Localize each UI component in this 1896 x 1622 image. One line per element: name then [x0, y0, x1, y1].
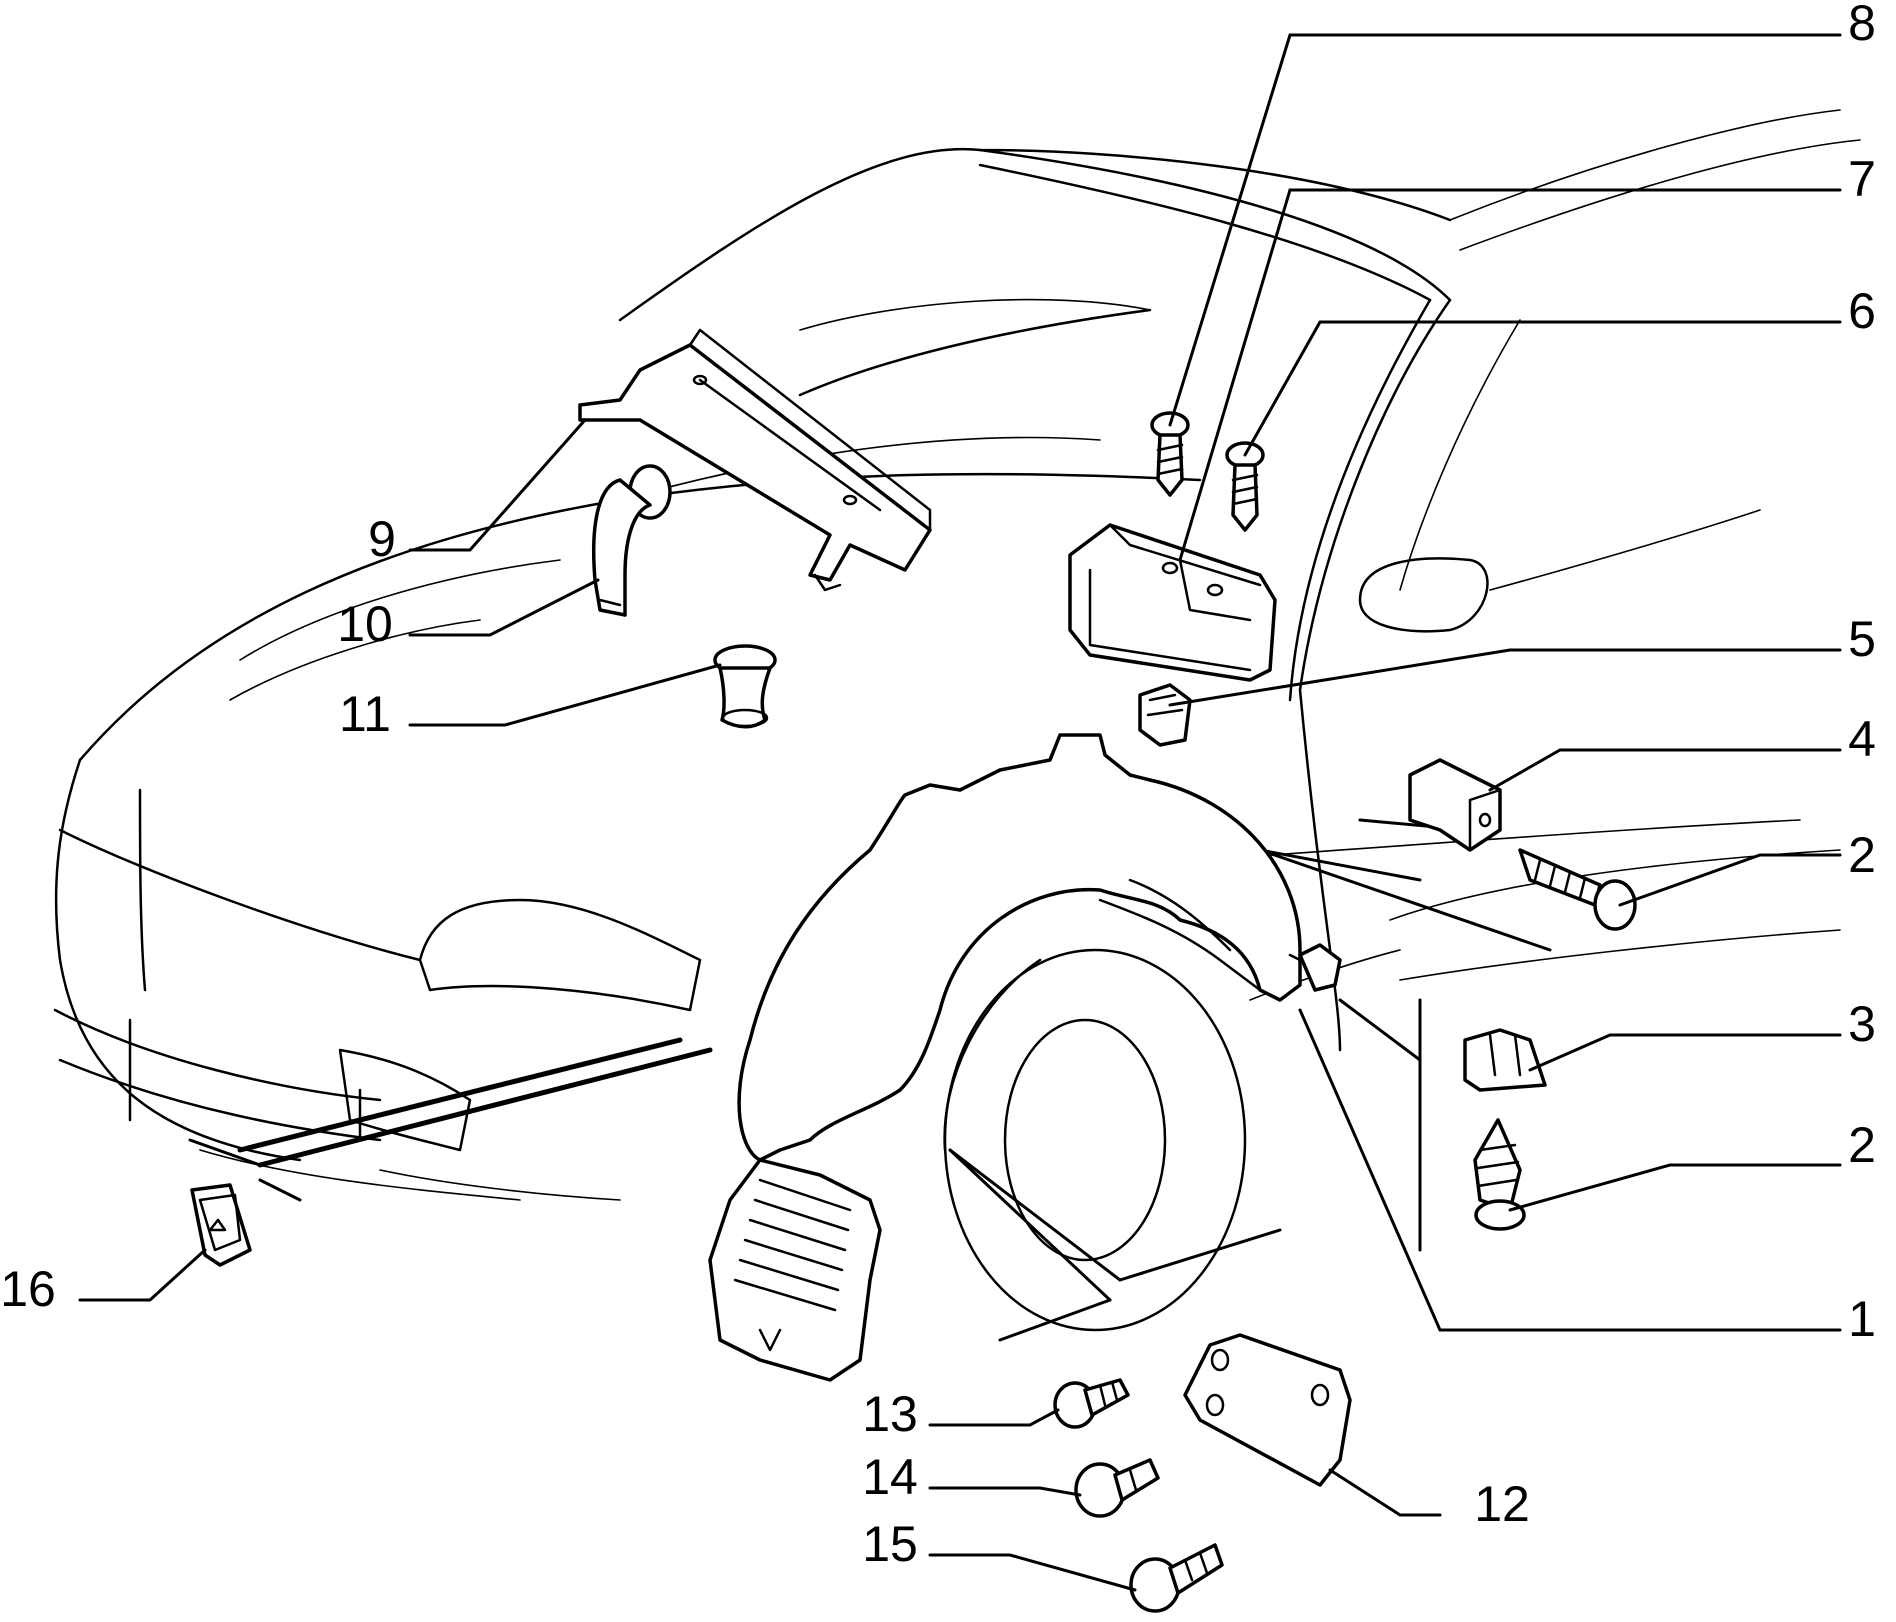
part-5-clip — [1138, 683, 1192, 747]
part-1-wheel-arch-liner — [708, 733, 1342, 1382]
callout-11: 11 — [339, 686, 391, 742]
part-2-screw-lower — [1473, 1118, 1526, 1231]
callout-2-upper: 2 — [1848, 827, 1876, 883]
callout-10: 10 — [337, 596, 393, 652]
leader-lines — [78, 33, 1842, 1592]
callout-4: 4 — [1848, 711, 1876, 767]
callout-2-lower: 2 — [1848, 1117, 1876, 1173]
callout-9: 9 — [368, 511, 396, 567]
part-15-screw — [1129, 1543, 1224, 1613]
part-10-hose — [591, 464, 672, 617]
callout-6: 6 — [1848, 283, 1876, 339]
callout-labels: 8 7 6 5 4 2 3 2 1 12 13 14 15 16 11 10 9 — [0, 0, 1876, 1572]
callout-16: 16 — [0, 1261, 56, 1317]
callout-3: 3 — [1848, 996, 1876, 1052]
part-2-screw-upper — [1518, 848, 1637, 931]
callout-13: 13 — [862, 1386, 918, 1442]
callout-8: 8 — [1848, 0, 1876, 51]
car-body-outline — [53, 109, 1861, 1342]
callout-5: 5 — [1848, 611, 1876, 667]
callout-1: 1 — [1848, 1291, 1876, 1347]
callout-7: 7 — [1848, 151, 1876, 207]
part-12-plate — [1183, 1333, 1352, 1487]
callout-14: 14 — [862, 1449, 918, 1505]
part-14-screw — [1074, 1458, 1160, 1518]
part-16-clip — [190, 1183, 252, 1267]
part-7-bracket — [1068, 523, 1277, 682]
part-4-clip — [1408, 758, 1502, 852]
callout-15: 15 — [862, 1516, 918, 1572]
part-13-screw — [1053, 1378, 1130, 1429]
part-9-bracket — [578, 328, 932, 592]
part-3-clip — [1463, 1028, 1547, 1092]
callout-12: 12 — [1474, 1476, 1530, 1532]
part-11-grommet — [713, 644, 777, 729]
